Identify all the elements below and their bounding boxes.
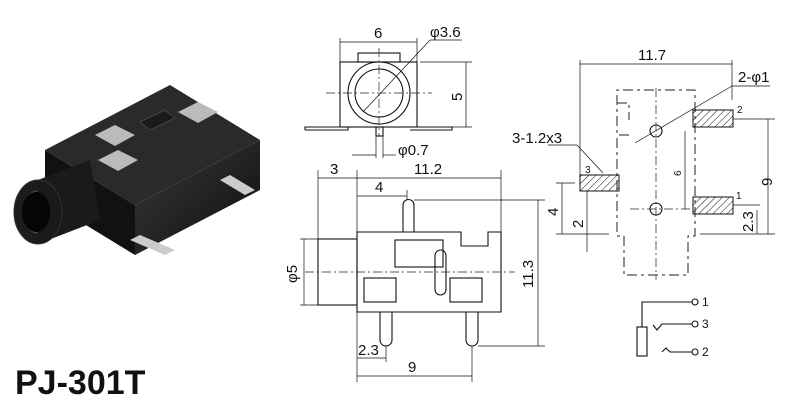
dim-width: 6 — [374, 25, 382, 42]
dim-pad3-offset: 4 — [545, 208, 562, 216]
dim-footprint-width: 11.7 — [638, 47, 666, 64]
dim-height: 5 — [449, 93, 466, 101]
schematic-pin-2: 2 — [702, 345, 709, 359]
label-holes: 2-φ1 — [738, 69, 769, 86]
part-number: PJ-301T — [15, 364, 146, 402]
dim-hole-offset: 2 — [570, 220, 587, 228]
pad-label-3: 3 — [585, 165, 591, 176]
dim-barrel-dia: φ5 — [284, 265, 301, 283]
dim-barrel: 3 — [330, 161, 338, 178]
label-pads: 3-1.2x3 — [512, 130, 562, 147]
product-photo — [13, 85, 260, 255]
dim-pad-pitch: 9 — [759, 178, 776, 186]
dim-pad1-offset: 2.3 — [740, 211, 757, 232]
dim-pin-pitch: 9 — [408, 359, 416, 376]
side-view: 3 11.2 4 φ5 11.3 2.3 9 — [284, 161, 545, 382]
dim-hole-pitch: 6 — [673, 170, 684, 176]
dim-body-length: 11.2 — [414, 161, 442, 178]
pcb-footprint: 11.7 2-φ1 3-1.2x3 1 2 3 6 9 2.3 4 2 — [512, 47, 776, 280]
dim-pin-dia: φ0.7 — [398, 142, 429, 159]
schematic: 1 3 2 — [636, 295, 709, 359]
dim-hole-dia: φ3.6 — [430, 24, 461, 41]
pad-label-2: 2 — [737, 105, 743, 116]
dim-pin-bottom-offset: 2.3 — [358, 342, 379, 359]
dim-pin-span: 11.3 — [520, 260, 537, 288]
schematic-pin-3: 3 — [702, 317, 709, 331]
front-view: 6 φ3.6 5 φ0.7 — [304, 24, 472, 159]
pad-label-1: 1 — [736, 191, 742, 202]
dim-pin-offset: 4 — [375, 179, 383, 196]
schematic-pin-1: 1 — [702, 295, 709, 309]
